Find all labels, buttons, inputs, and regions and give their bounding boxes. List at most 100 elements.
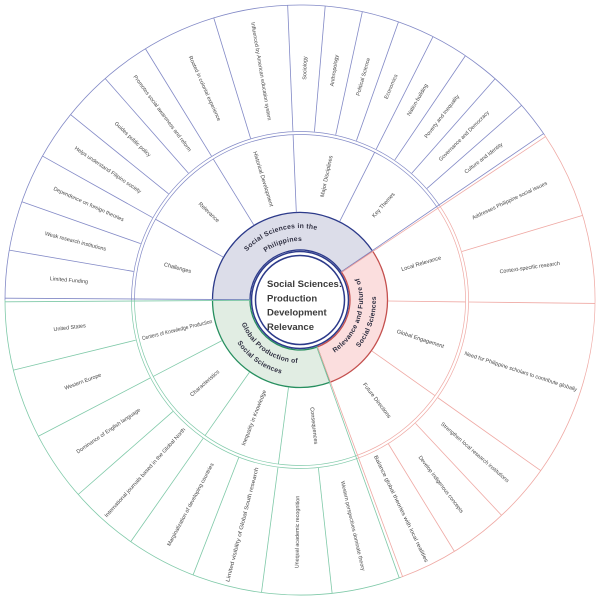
leaf-node-global-production-0-1: Western Europe (64, 372, 102, 391)
leaf-divider-line (314, 6, 326, 132)
leaf-node-philippines-2-1: Influenced by American education system (249, 22, 272, 122)
mid-divider-line (292, 134, 297, 213)
branch-relevance-future-edge-line (317, 346, 403, 577)
leaf-node-relevance-future-2-2: Balance global theories with local reali… (372, 455, 429, 564)
branch-bands-layer (211, 211, 389, 389)
center-title-line-1: Social Sciences: (267, 279, 342, 290)
leaf-node-philippines-4-1: Poverty and Inequality (424, 94, 462, 140)
leaf-node-philippines-3-3: Economics (384, 73, 400, 100)
leaf-divider-line (437, 397, 541, 471)
branch-global-production-ring-arc (131, 299, 358, 469)
branch-philippines-edge-line (5, 297, 251, 301)
mid-divider-line (155, 218, 224, 258)
leaf-divider-line (13, 339, 136, 371)
branch-philippines-band (211, 211, 374, 301)
mid-divider-line (339, 152, 375, 222)
center-title: Social Sciences: Production Development … (267, 279, 345, 333)
center-title-line-4: Relevance (267, 322, 314, 333)
mid-node-global-production-1: Characteristics (189, 369, 221, 398)
mid-node-philippines-3: Major Disciplines (320, 155, 335, 198)
mid-node-philippines-4: Key Themes (371, 192, 396, 220)
leaf-node-philippines-3-2: Political Science (356, 57, 372, 96)
mid-node-global-production-0: Centers of Knowledge Production (142, 319, 213, 342)
leaf-divider-line (213, 17, 251, 139)
mid-divider-line (278, 387, 289, 465)
branch-philippines-edge-line (341, 133, 544, 273)
leaf-node-philippines-3-1: Anthropology (330, 54, 341, 87)
leaf-node-relevance-future-0-0: Addresses Philippine social issues (471, 181, 548, 222)
leaf-node-global-production-3-0: Unequal academic recognition (295, 496, 302, 569)
leaf-divider-line (461, 215, 583, 252)
branch-relevance-future-ring-arc (356, 207, 466, 456)
mid-divider-line (153, 340, 223, 377)
leaf-node-philippines-1-1: Guides public policy (113, 121, 152, 159)
leaf-divider-line (9, 249, 134, 272)
leaf-divider-line (287, 5, 294, 132)
leaf-node-philippines-4-0: Nation-building (406, 83, 429, 117)
leaf-node-philippines-1-2: Promotes social awareness and reform (132, 74, 193, 153)
center-title-line-2: Production (267, 293, 317, 304)
mid-node-global-production-2: Inequality in Knowledge (241, 389, 268, 446)
leaf-divider-line (415, 423, 502, 516)
leaf-divider-line (145, 48, 212, 157)
leaf-divider-line (104, 78, 189, 174)
branch-philippines-ring-arc (134, 134, 438, 301)
center-title-line-3: Development (267, 308, 327, 319)
mid-node-global-production-3: Consequences (308, 407, 318, 445)
mid-node-philippines-0: Challenges (163, 262, 192, 275)
leaf-node-philippines-1-0: Helps understand Filipino society (73, 146, 142, 195)
mid-divider-line (204, 371, 250, 436)
leaf-node-global-production-2-0: Marginalization of developing countries (166, 462, 215, 547)
leaf-node-relevance-future-0-1: Context-specific research (499, 261, 560, 275)
center-circle-inner-ring (254, 254, 346, 346)
leaf-divider-line (388, 443, 455, 552)
mid-node-philippines-1: Relevance (197, 201, 220, 224)
leaf-node-global-production-1-1: International journals based in the Glob… (104, 427, 187, 519)
leaf-divider-line (468, 301, 595, 304)
leaf-divider-line (192, 457, 240, 576)
leaf-node-philippines-2-0: Rooted in colonial experience (187, 55, 222, 122)
leaf-node-relevance-future-2-1: Develop indigenous concepts (417, 455, 465, 515)
branch-global-production-edge-line (316, 346, 400, 578)
leaf-node-philippines-3-0: Sociology (302, 56, 308, 80)
leaf-divider-line (394, 55, 466, 161)
leaf-divider-line (318, 467, 333, 594)
leaf-divider-line (356, 21, 399, 141)
leaf-node-relevance-future-2-0: Strengthen local research institutions (439, 422, 510, 485)
leaf-node-philippines-0-2: Dependence on foreign theories (52, 186, 125, 223)
leaf-divider-line (335, 11, 363, 135)
leaf-node-global-production-2-1: Limited visibility of Global South resea… (225, 467, 260, 583)
grid-lines-layer (4, 4, 596, 596)
branch-philippines-ring-arc (131, 131, 440, 301)
branch-relevance-future-band (316, 250, 389, 384)
mid-node-relevance-future-2: Future Directions (361, 382, 392, 420)
leaf-divider-line (411, 78, 496, 174)
mid-divider-line (212, 158, 255, 226)
leaf-divider-line (42, 155, 153, 218)
leaf-divider-line (70, 114, 169, 195)
leaf-divider-line (38, 377, 151, 437)
leaf-node-global-production-0-0: United States (53, 323, 86, 333)
leaf-node-philippines-0-0: Limited Funding (49, 276, 88, 285)
leaf-divider-line (77, 411, 174, 495)
branch-relevance-future-outer-arc (400, 134, 596, 578)
leaf-node-philippines-0-1: Weak research institutions (44, 231, 107, 253)
leaf-divider-line (426, 104, 522, 189)
branch-relevance-future-edge-line (341, 136, 546, 273)
leaf-node-global-production-3-1: Western perspectives dominate theory (339, 481, 366, 572)
mid-node-philippines-2: Historical Development (251, 151, 274, 208)
mid-divider-line (387, 300, 466, 303)
leaf-divider-line (261, 467, 279, 593)
branch-global-production-band (211, 299, 331, 389)
mid-node-relevance-future-0: Local Relevance (401, 255, 442, 273)
leaf-divider-line (375, 36, 434, 150)
leaf-divider-line (130, 438, 204, 542)
mid-divider-line (371, 350, 436, 397)
branch-global-production-edge-line (5, 299, 251, 303)
leaf-node-relevance-future-1-0: Need for Philippine scholars to contribu… (463, 351, 577, 393)
mid-node-relevance-future-1: Global Engagement (396, 329, 445, 350)
leaf-node-philippines-4-3: Culture and Identity (464, 142, 505, 176)
leaf-node-global-production-1-0: Dominance of English language (76, 407, 142, 455)
